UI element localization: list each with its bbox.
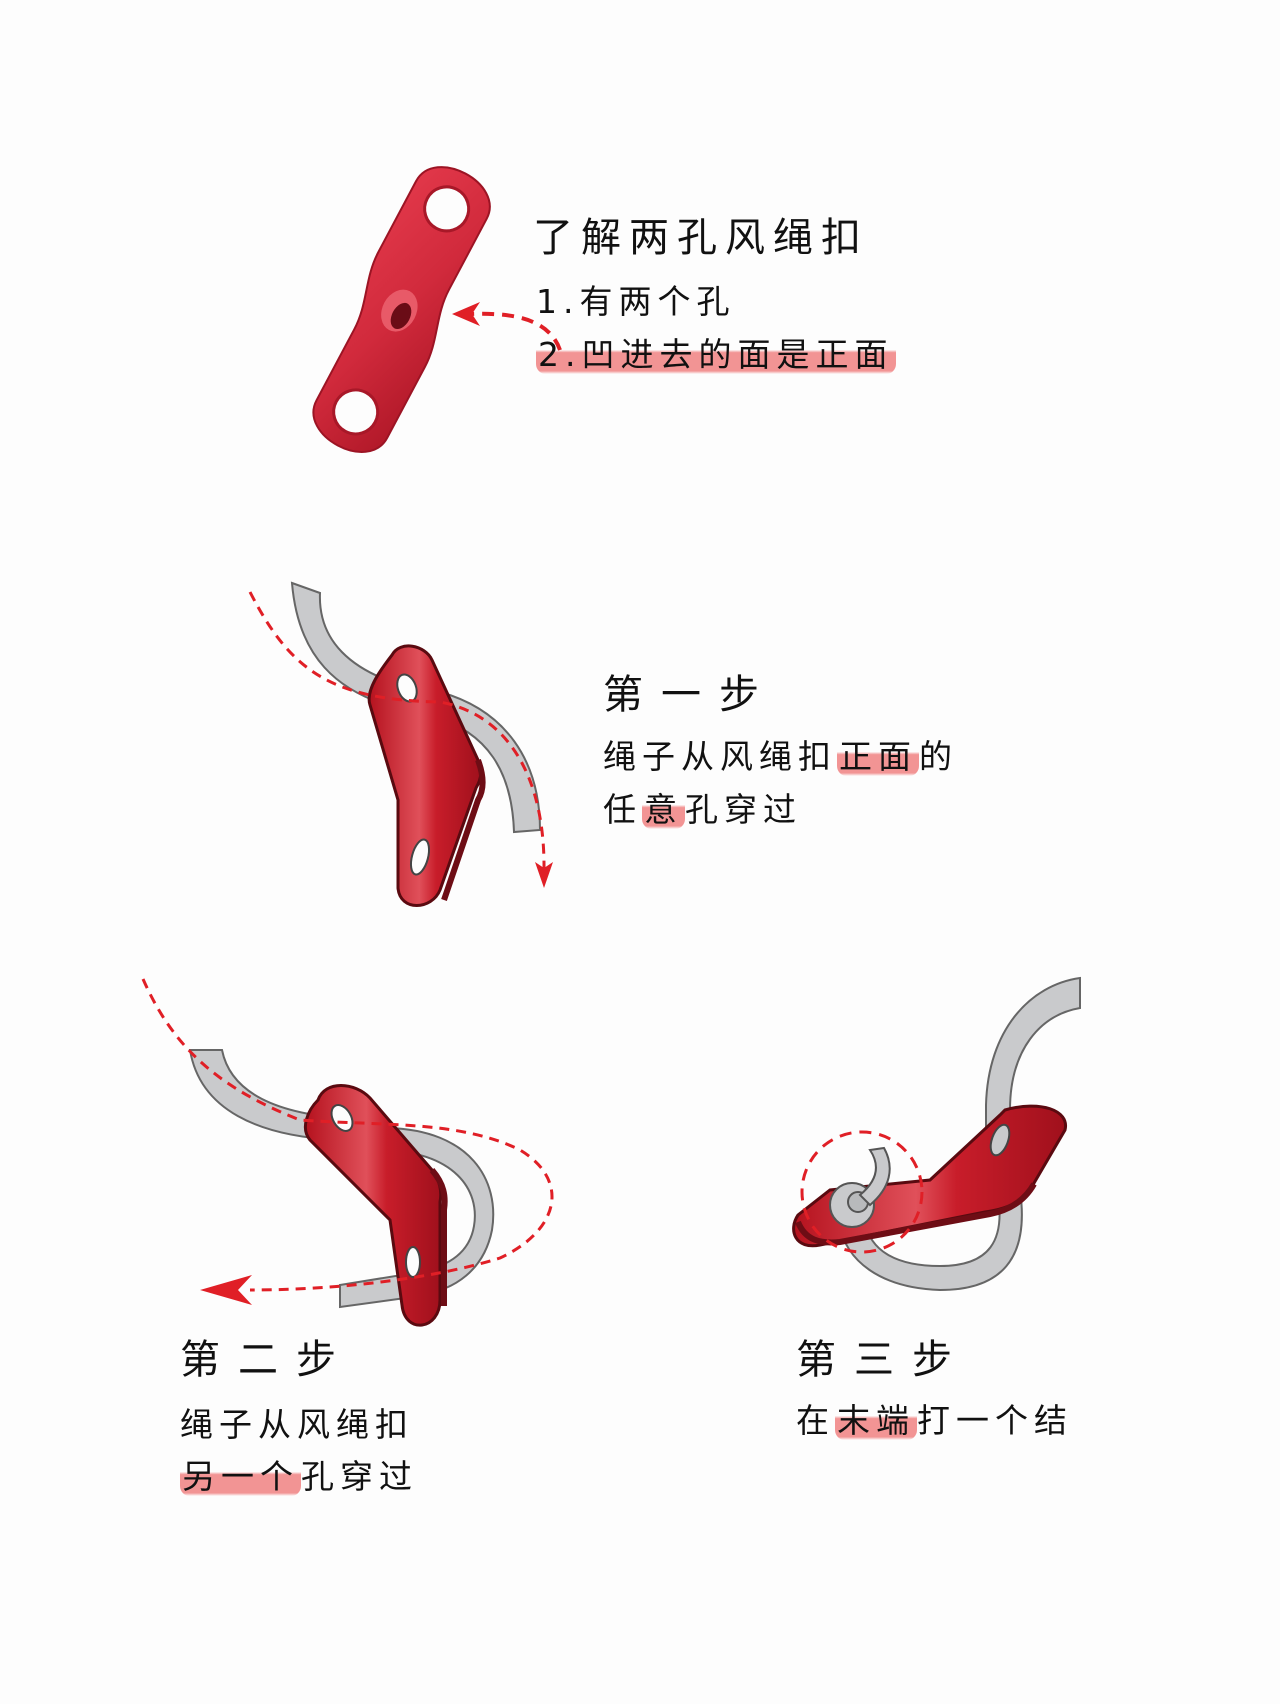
step1-highlight-any: 意 bbox=[642, 790, 685, 829]
arrowhead-icon bbox=[200, 1275, 252, 1305]
step3-highlight-end: 末端 bbox=[835, 1401, 917, 1440]
step1-illustration bbox=[248, 581, 553, 907]
step2-illustration bbox=[141, 978, 554, 1327]
step2-highlight-other: 另一个 bbox=[180, 1457, 301, 1496]
step1-line-1: 绳子从风绳扣正面的 bbox=[603, 737, 958, 776]
step2-line-1: 绳子从风绳扣 bbox=[180, 1405, 414, 1444]
step2-title: 第二步 bbox=[180, 1337, 354, 1383]
intro-point-1: 1.有两个孔 bbox=[536, 282, 736, 321]
step3-line-1: 在末端打一个结 bbox=[796, 1401, 1073, 1440]
step1-line-2: 任意孔穿过 bbox=[603, 790, 802, 829]
intro-title: 了解两孔风绳扣 bbox=[533, 215, 869, 261]
step3-title: 第三步 bbox=[796, 1337, 970, 1383]
arrowhead-icon bbox=[452, 302, 480, 326]
tensioner-plate-photo bbox=[312, 166, 491, 453]
step3-illustration bbox=[792, 976, 1081, 1292]
step2-line-2: 另一个孔穿过 bbox=[180, 1457, 418, 1496]
arrowhead-icon bbox=[535, 862, 553, 888]
knot-highlight-circle bbox=[800, 1130, 924, 1254]
step1-highlight-front: 正面 bbox=[837, 737, 919, 776]
intro-point-2-highlight: 2.凹进去的面是正面 bbox=[536, 335, 896, 374]
intro-point-2: 2.凹进去的面是正面 bbox=[536, 335, 896, 374]
step1-title: 第一步 bbox=[603, 672, 777, 718]
